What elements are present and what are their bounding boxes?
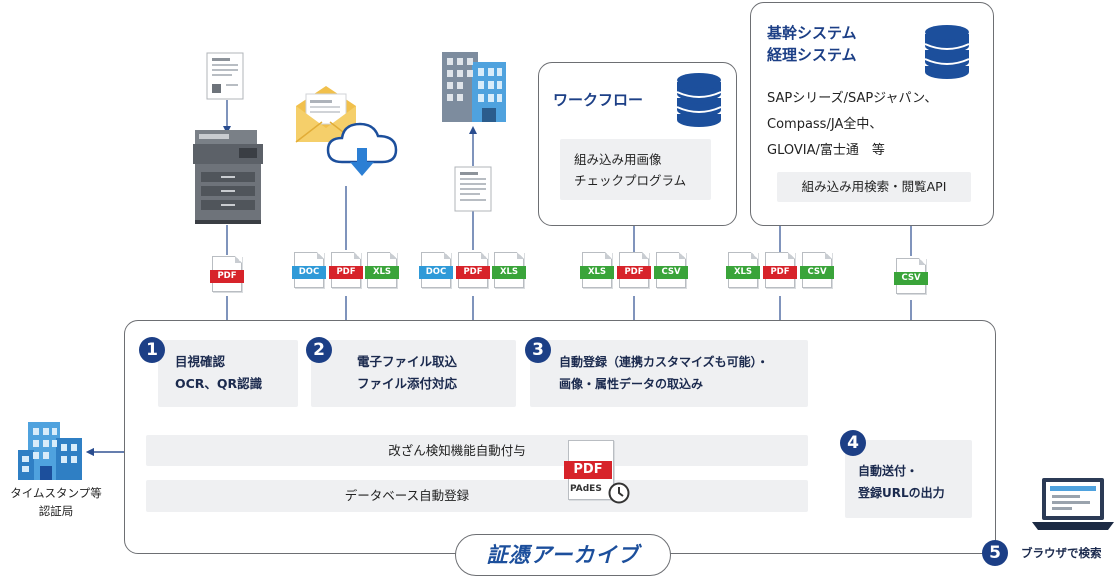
- pades-label: PAdES: [570, 484, 602, 494]
- core-title: 基幹システム 経理システム: [767, 22, 857, 66]
- step4-number: 4: [840, 430, 866, 456]
- step1-line1: 目視確認: [175, 354, 226, 369]
- core-line2: Compass/JA全中、: [767, 117, 883, 132]
- pdf-file-icon: PDF: [617, 252, 651, 288]
- step3-number: 3: [525, 337, 551, 363]
- step2-line2: ファイル添付対応: [357, 376, 458, 391]
- csv-file-icon: CSV: [800, 252, 834, 288]
- email-envelope-icon: [295, 86, 357, 143]
- core-title-1: 基幹システム: [767, 24, 857, 42]
- step2-number: 2: [306, 337, 332, 363]
- paper-document-icon: [454, 166, 492, 212]
- step1-text: 目視確認 OCR、QR認識: [175, 351, 262, 395]
- xls-file-icon: XLS: [580, 252, 614, 288]
- timestamp-line1: タイムスタンプ等: [10, 486, 102, 500]
- step4-line2: 登録URLの出力: [858, 486, 945, 500]
- paper-document-icon: [206, 52, 244, 100]
- brand-logo-pill: 証憑アーカイブ: [455, 534, 671, 576]
- doc-file-icon: DOC: [419, 252, 453, 288]
- core-line3: GLOVIA/富士通 等: [767, 143, 885, 158]
- database-registration-bar: データベース自動登録: [146, 480, 808, 512]
- csv-file-icon: CSV: [894, 258, 928, 294]
- step1-number: 1: [139, 337, 165, 363]
- core-system-list: SAPシリーズ/SAPジャパン、 Compass/JA全中、 GLOVIA/富士…: [767, 86, 937, 164]
- step2-text: 電子ファイル取込 ファイル添付対応: [357, 351, 457, 395]
- workflow-line1: 組み込み用画像: [574, 152, 662, 167]
- pdf-file-icon: PDF: [456, 252, 490, 288]
- pdf-file-icon: PDF: [763, 252, 797, 288]
- pdf-file-icon: PDF: [329, 252, 363, 288]
- core-api-box: 組み込み用検索・閲覧API: [777, 172, 971, 202]
- pades-pdf-icon: PDF PAdES: [562, 440, 630, 506]
- core-api-label: 組み込み用検索・閲覧API: [801, 179, 947, 194]
- step5-label: ブラウザで検索: [1021, 546, 1102, 560]
- brand-logo-text: 証憑アーカイブ: [486, 543, 640, 567]
- xls-file-icon: XLS: [726, 252, 760, 288]
- csv-file-icon: CSV: [654, 252, 688, 288]
- step1-line2: OCR、QR認識: [175, 376, 263, 391]
- step3-line1: 自動登録（連携カスタマイズも可能）・: [559, 355, 769, 369]
- database-icon: [924, 25, 970, 79]
- step4-text: 自動送付・ 登録URLの出力: [858, 460, 945, 504]
- database-icon: [676, 73, 722, 127]
- tamper-detection-label: 改ざん検知機能自動付与: [388, 443, 526, 458]
- tamper-detection-bar: 改ざん検知機能自動付与: [146, 435, 808, 466]
- workflow-program-box: 組み込み用画像 チェックプログラム: [560, 139, 711, 200]
- clock-icon: [608, 482, 630, 504]
- pdf-file-icon: PDF: [210, 256, 244, 292]
- laptop-icon: [1032, 478, 1114, 530]
- step3-box: [530, 340, 808, 407]
- scanner-icon: [193, 130, 263, 224]
- workflow-line2: チェックプログラム: [574, 173, 687, 188]
- pades-pdf-label: PDF: [564, 461, 612, 479]
- step1-box: [158, 340, 298, 407]
- step2-line1: 電子ファイル取込: [357, 354, 458, 369]
- step4-box: [845, 440, 972, 518]
- xls-file-icon: XLS: [365, 252, 399, 288]
- step3-text: 自動登録（連携カスタマイズも可能）・ 画像・属性データの取込み: [559, 351, 769, 395]
- core-line1: SAPシリーズ/SAPジャパン、: [767, 91, 938, 106]
- xls-file-icon: XLS: [492, 252, 526, 288]
- workflow-title: ワークフロー: [553, 91, 644, 109]
- core-title-2: 経理システム: [767, 46, 857, 64]
- step3-line2: 画像・属性データの取込み: [559, 377, 704, 391]
- cloud-download-icon: [326, 122, 398, 176]
- timestamp-line2: 認証局: [38, 504, 74, 518]
- doc-file-icon: DOC: [292, 252, 326, 288]
- office-building-icon: [18, 422, 82, 480]
- step5-number: 5: [982, 540, 1008, 566]
- step2-box: [311, 340, 516, 407]
- timestamp-authority-label: タイムスタンプ等 認証局: [0, 484, 112, 520]
- step4-line1: 自動送付・: [858, 464, 919, 478]
- office-building-icon: [442, 52, 506, 122]
- database-registration-label: データベース自動登録: [344, 488, 470, 503]
